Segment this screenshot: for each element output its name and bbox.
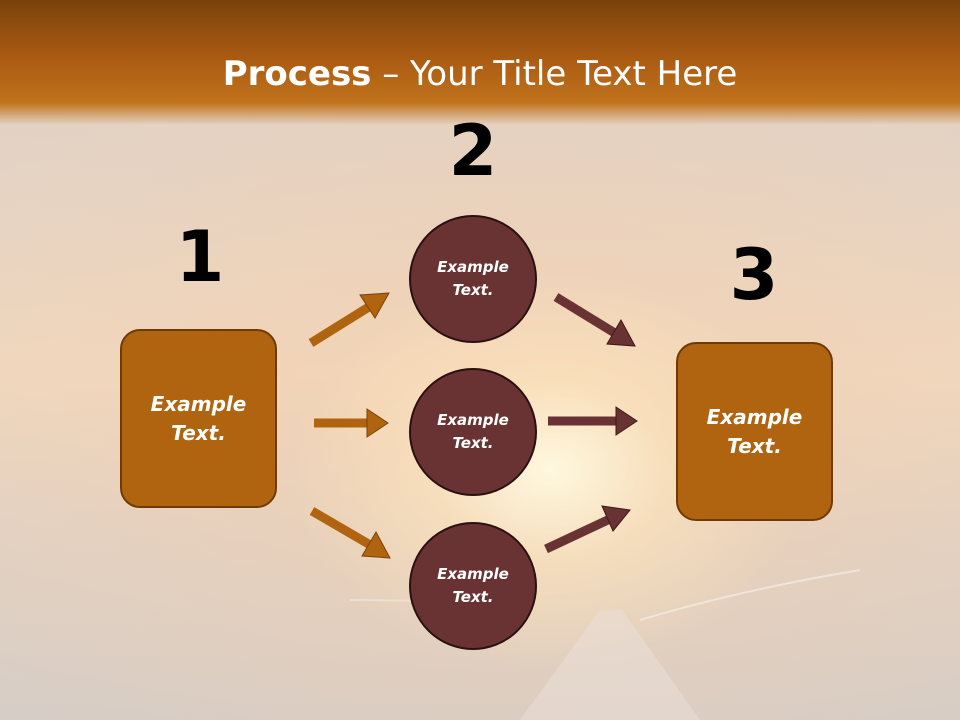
title-rest: – Your Title Text Here — [371, 54, 738, 94]
step-1-number: 1 — [175, 216, 225, 298]
circle-bottom-text: Example Text. — [437, 565, 509, 606]
step-2-circle-top: Example Text. — [409, 215, 537, 343]
step-2-number: 2 — [448, 110, 498, 192]
arrow-1-to-middle — [314, 408, 389, 438]
slide-title: Process – Your Title Text Here — [0, 52, 960, 96]
arrow-middle-to-3 — [548, 406, 638, 436]
step-1-box: Example Text. — [120, 329, 277, 508]
step-3-box: Example Text. — [676, 342, 833, 521]
circle-middle-text: Example Text. — [437, 411, 509, 452]
step-1-box-text: Example Text. — [150, 391, 247, 445]
step-2-circle-middle: Example Text. — [409, 368, 537, 496]
circle-top-text: Example Text. — [437, 258, 509, 299]
title-bold: Process — [222, 54, 372, 94]
arrow-1-to-bottom — [309, 507, 391, 559]
title-bar — [0, 0, 960, 125]
step-2-circle-bottom: Example Text. — [409, 522, 537, 650]
arrow-top-to-3 — [553, 293, 636, 347]
step-3-box-text: Example Text. — [706, 404, 803, 458]
step-3-number: 3 — [729, 234, 779, 316]
arrow-1-to-top — [308, 292, 390, 347]
arrow-bottom-to-3 — [544, 505, 631, 554]
